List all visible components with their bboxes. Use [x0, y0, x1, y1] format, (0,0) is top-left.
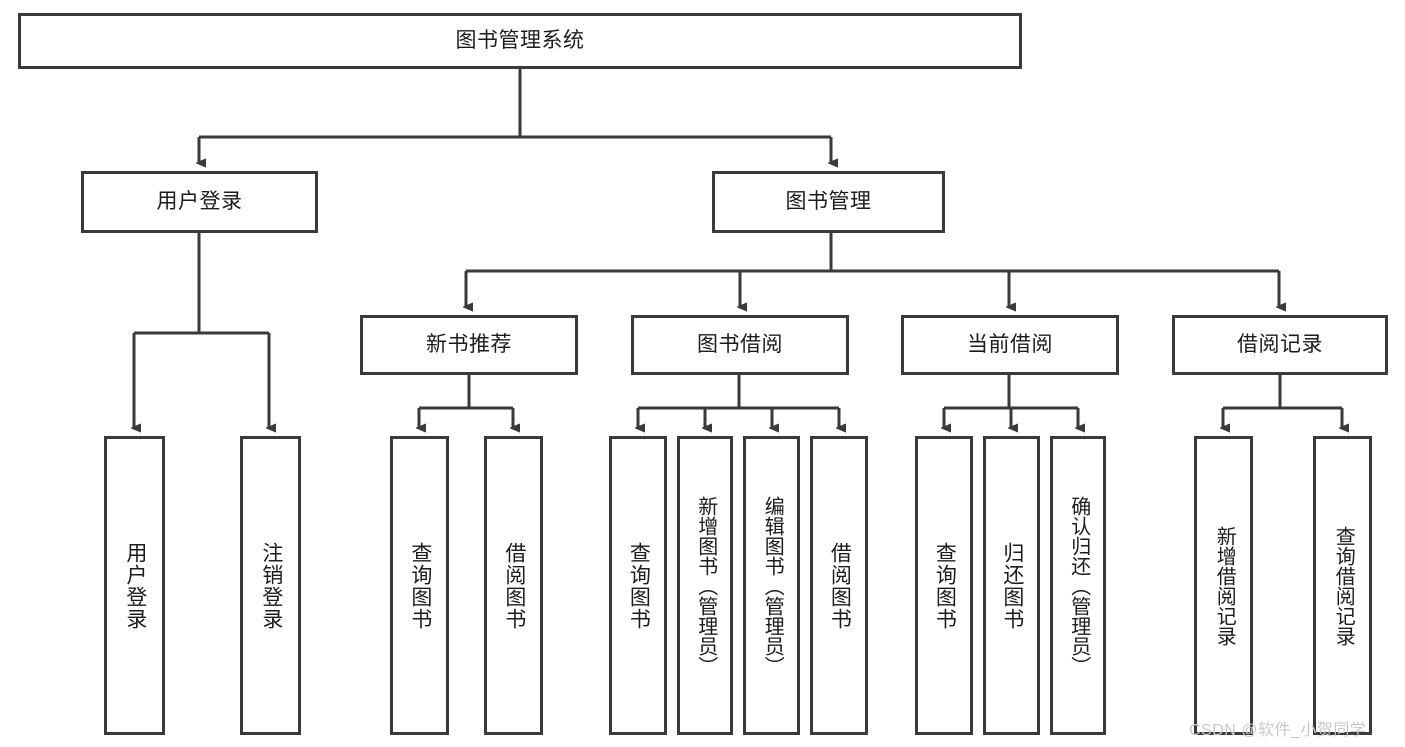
leaf-current-confirm-return-admin[interactable]: 确认归还（管理员）	[1050, 436, 1106, 735]
leaf-user-login[interactable]: 用户登录	[104, 436, 165, 735]
node-borrow-record[interactable]: 借阅记录	[1172, 315, 1388, 375]
leaf-newbook-borrow-book[interactable]: 借阅图书	[484, 436, 543, 735]
leaf-newbook-query-book[interactable]: 查询图书	[390, 436, 449, 735]
node-new-book-recommend[interactable]: 新书推荐	[360, 315, 578, 375]
leaf-borrow-borrow-book[interactable]: 借阅图书	[810, 436, 868, 735]
leaf-current-query-book[interactable]: 查询图书	[915, 436, 973, 735]
node-book-management[interactable]: 图书管理	[712, 171, 945, 233]
leaf-borrow-add-book-admin[interactable]: 新增图书（管理员）	[677, 436, 733, 735]
leaf-borrow-edit-book-admin[interactable]: 编辑图书（管理员）	[743, 436, 800, 735]
leaf-user-logout[interactable]: 注销登录	[240, 436, 301, 735]
leaf-current-return-book[interactable]: 归还图书	[983, 436, 1040, 735]
node-book-borrow[interactable]: 图书借阅	[631, 315, 849, 375]
node-current-borrow[interactable]: 当前借阅	[901, 315, 1119, 375]
node-user-login[interactable]: 用户登录	[81, 171, 318, 233]
node-root-system[interactable]: 图书管理系统	[18, 13, 1022, 69]
leaf-record-add-borrow-record[interactable]: 新增借阅记录	[1194, 436, 1253, 735]
leaf-borrow-query-book[interactable]: 查询图书	[609, 436, 667, 735]
leaf-record-query-borrow-record[interactable]: 查询借阅记录	[1313, 436, 1372, 735]
